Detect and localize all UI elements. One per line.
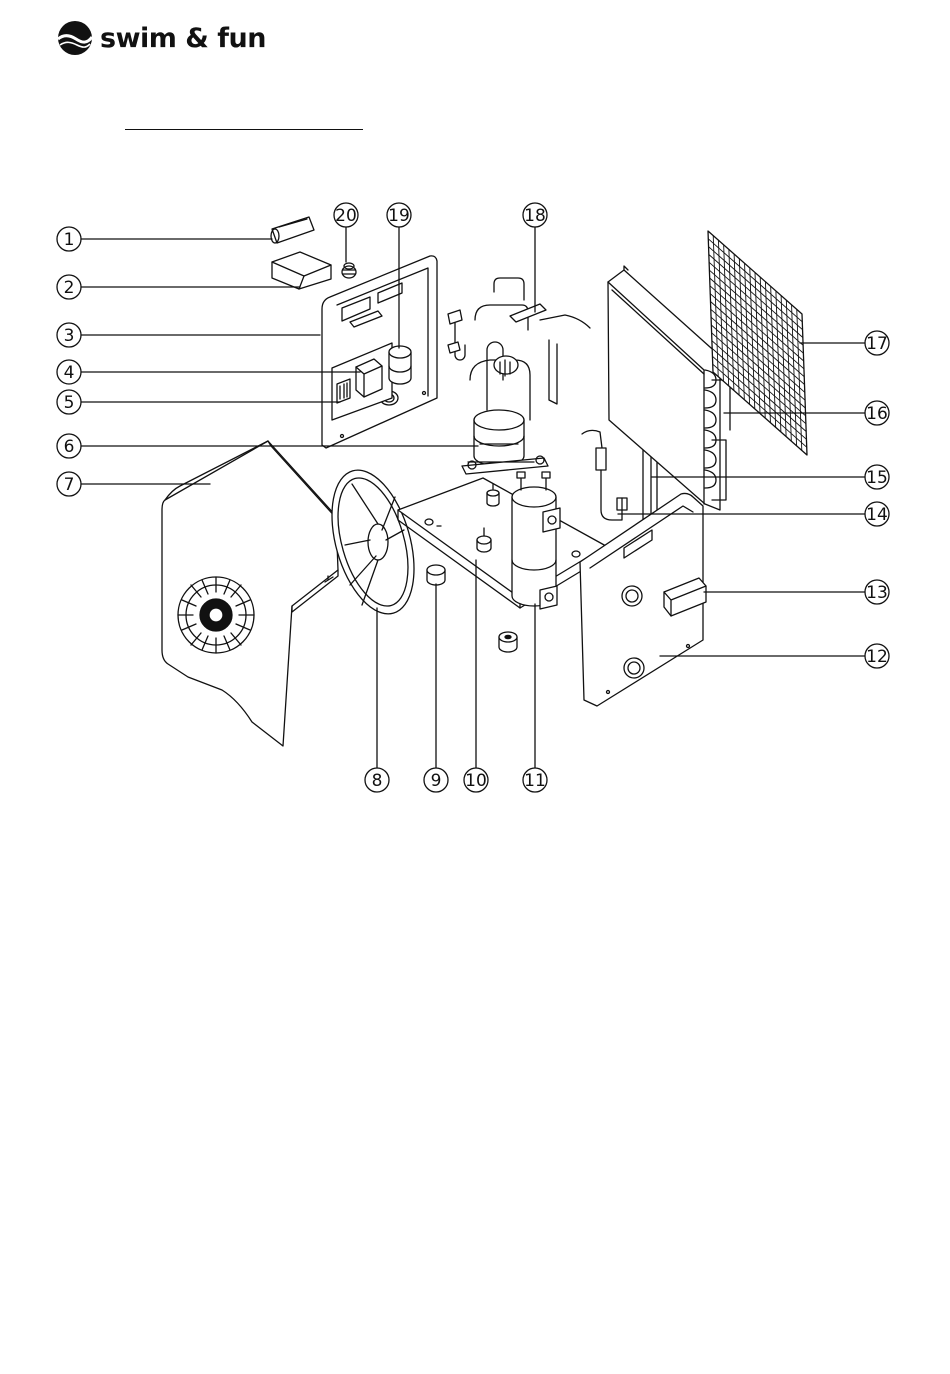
callout-number: 12 (866, 647, 888, 667)
callout-number: 10 (465, 771, 487, 791)
callout-number: 20 (335, 206, 357, 226)
part-1-capsule (271, 217, 314, 243)
part-20-gland (342, 263, 356, 278)
part-11-heat-exchanger (512, 472, 560, 609)
callout-number: 3 (64, 326, 75, 346)
callout-number: 15 (866, 468, 888, 488)
part-12-back-panel (580, 493, 706, 706)
callout-number: 9 (431, 771, 442, 791)
callout-number: 5 (64, 393, 75, 413)
callout-number: 2 (64, 278, 75, 298)
callout-number: 14 (866, 505, 888, 525)
swim-and-fun-wave-logo-icon (56, 19, 94, 57)
part-2-box (272, 252, 331, 289)
part-6-compressor (448, 278, 590, 474)
callout-number: 13 (866, 583, 888, 603)
part-7-top-cover (162, 441, 338, 746)
title-underline (125, 129, 363, 130)
callout-number: 18 (524, 206, 546, 226)
brand-header: swim & fun (56, 18, 266, 58)
callout-number: 6 (64, 437, 75, 457)
brand-name: swim & fun (100, 23, 266, 54)
callout-number: 8 (372, 771, 383, 791)
callout-number: 4 (64, 363, 75, 383)
fan-grille-icon (178, 577, 254, 653)
part-14-dryer-tubes (582, 430, 627, 520)
callout-number: 1 (64, 230, 75, 250)
callout-number: 17 (866, 334, 888, 354)
part-17-protection-grid (708, 231, 807, 455)
part-3-electrical-panel (322, 256, 437, 448)
callout-number: 16 (866, 404, 888, 424)
callout-number: 7 (64, 475, 75, 495)
part-10-base (398, 478, 606, 608)
callout-number: 11 (524, 771, 546, 791)
callout-number: 19 (388, 206, 410, 226)
